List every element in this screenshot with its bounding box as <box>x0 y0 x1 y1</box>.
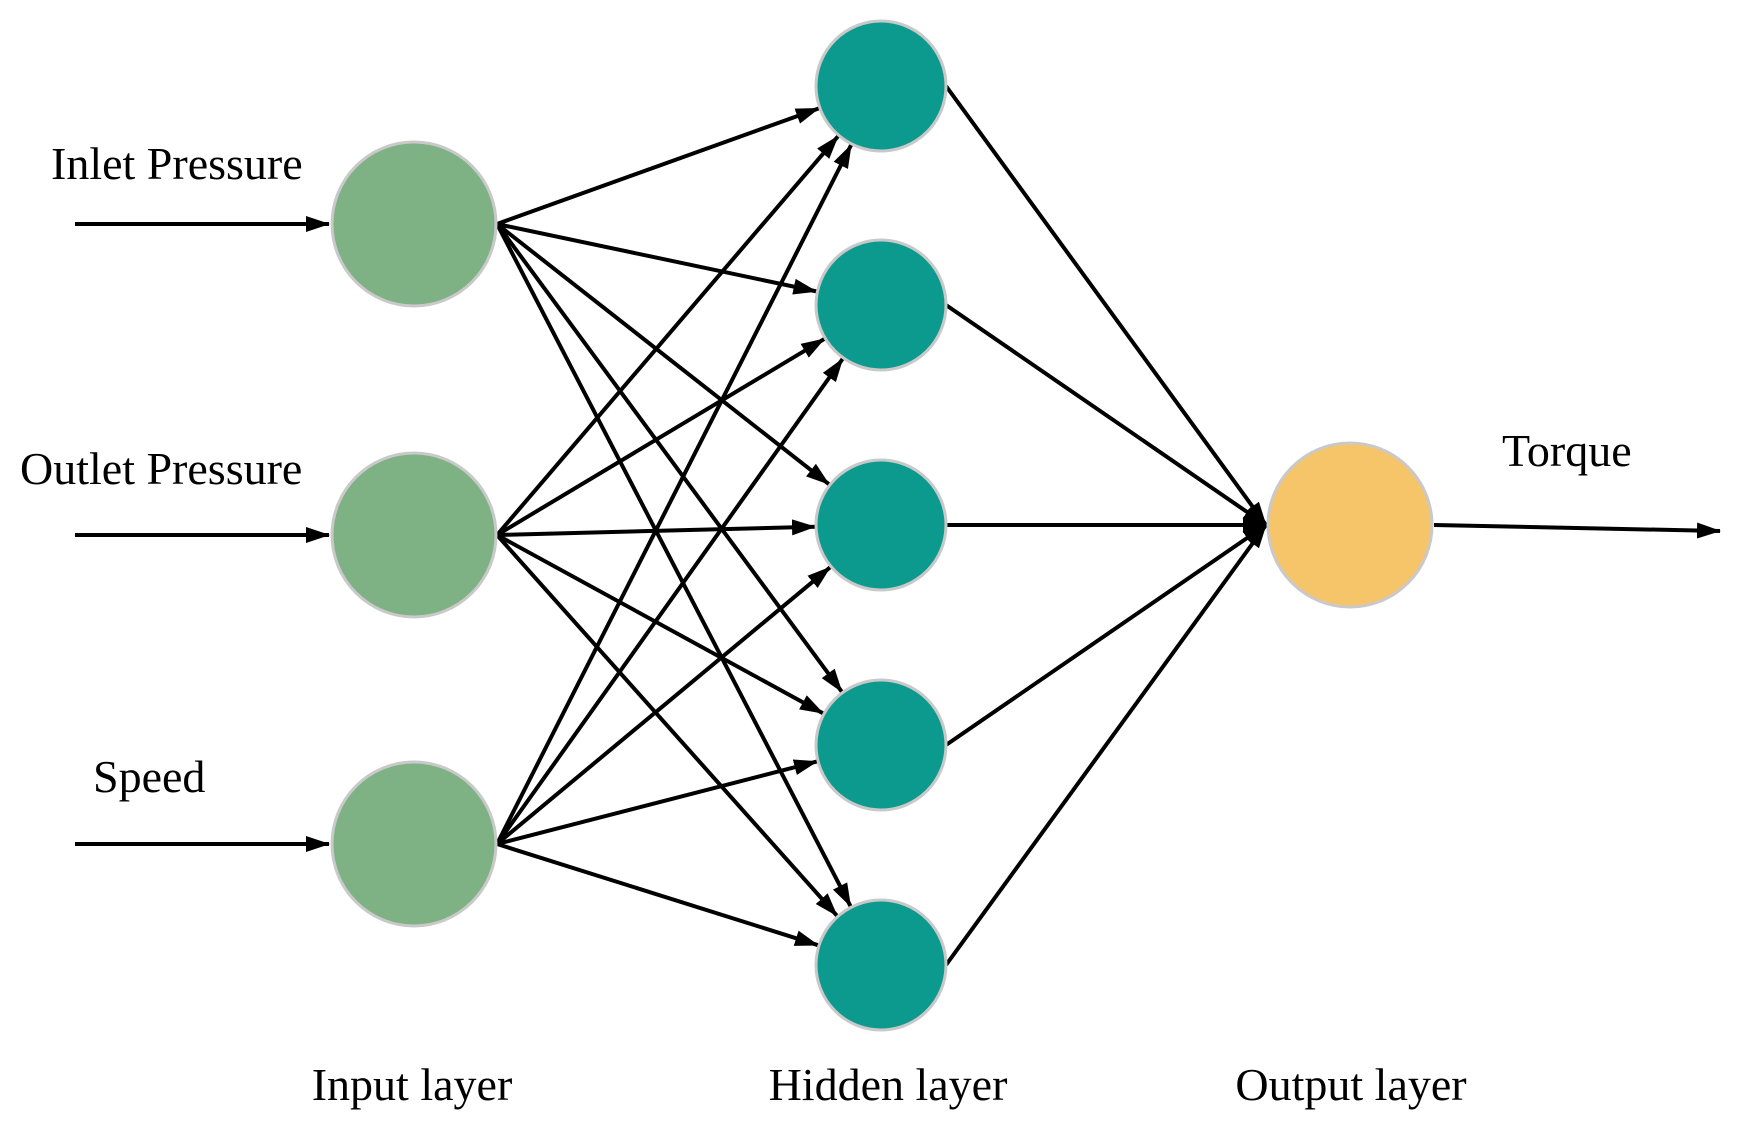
edge-input2-hidden1 <box>495 134 840 537</box>
edge-input3-hidden5 <box>496 842 820 948</box>
output-label-torque: Torque <box>1502 425 1632 476</box>
edge-input3-hidden3 <box>495 565 832 846</box>
hidden-node-3 <box>814 458 948 592</box>
edge-hidden1-output <box>944 84 1268 527</box>
edge-hidden2-output <box>944 303 1268 527</box>
edge-input1-hidden5 <box>495 223 853 908</box>
edge-input2-hidden2 <box>495 337 826 537</box>
input-label-outlet-pressure: Outlet Pressure <box>20 443 303 494</box>
hidden-node-5 <box>814 898 948 1032</box>
edge-input2-hidden5 <box>495 533 839 918</box>
output-arrow <box>1433 522 1721 539</box>
edge-input1-hidden4 <box>495 222 844 694</box>
input-node-2 <box>330 451 498 619</box>
output-node <box>1266 441 1434 609</box>
edge-hidden5-output <box>944 523 1268 967</box>
edge-input3-hidden1 <box>495 143 853 845</box>
input-node-1 <box>330 140 498 308</box>
hidden-node-2 <box>814 238 948 372</box>
caption-input-layer: Input layer <box>311 1059 513 1110</box>
input-node-3 <box>330 760 498 928</box>
caption-hidden-layer: Hidden layer <box>768 1059 1008 1110</box>
edge-input1-hidden2 <box>496 222 818 295</box>
input-label-speed: Speed <box>93 751 206 802</box>
caption-output-layer: Output layer <box>1235 1059 1467 1110</box>
edge-input2-hidden4 <box>496 533 825 716</box>
edge-input1-hidden1 <box>496 106 820 226</box>
hidden-node-4 <box>814 678 948 812</box>
hidden-node-1 <box>814 19 948 153</box>
edge-input3-hidden4 <box>496 759 819 846</box>
input-label-inlet-pressure: Inlet Pressure <box>51 138 303 189</box>
edge-hidden4-output <box>944 523 1268 747</box>
edge-input3-hidden2 <box>495 357 845 846</box>
edge-input1-hidden3 <box>495 222 831 486</box>
